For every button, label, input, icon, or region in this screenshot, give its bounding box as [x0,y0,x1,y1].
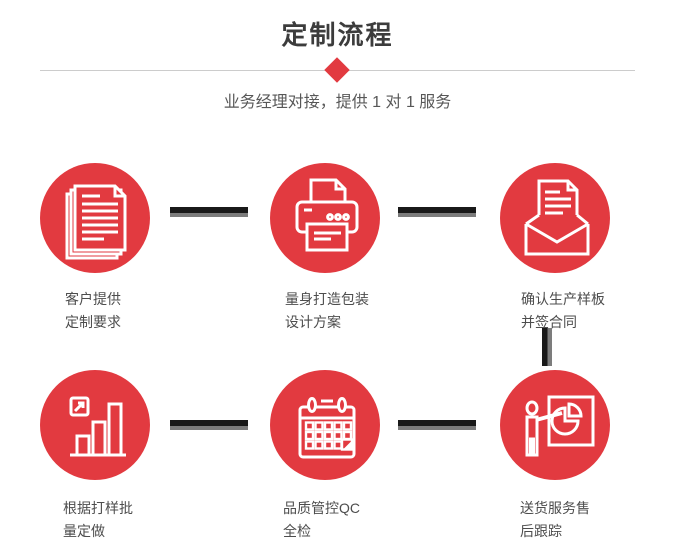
process-step-6: 送货服务售 后跟踪 [500,370,670,543]
bar-chart-icon [69,396,126,457]
connector-step5-step6 [398,420,476,430]
step-label-line1: 送货服务售 [520,500,590,516]
diamond-icon [324,57,350,83]
step-label: 客户提供 定制要求 [65,288,210,334]
step-circle [270,163,380,273]
connector-step2-step3 [398,207,476,217]
connector-step1-step2 [170,207,248,217]
envelope-icon [524,179,590,256]
step-circle [500,370,610,480]
step-label-line2: 全检 [283,523,311,539]
step-label: 根据打样批 量定做 [63,497,210,543]
step-circle [270,370,380,480]
step-label-line1: 量身打造包装 [285,291,369,307]
step-label-line2: 并签合同 [521,314,577,330]
page-subtitle: 业务经理对接，提供 1 对 1 服务 [223,94,452,111]
process-step-2: 量身打造包装 设计方案 [270,163,440,334]
step-label: 品质管控QC 全检 [283,497,440,543]
step-label-line2: 设计方案 [285,314,341,330]
calendar-icon [298,397,356,459]
step-label-line2: 定制要求 [65,314,121,330]
step-label-line1: 客户提供 [65,291,121,307]
process-step-3: 确认生产样板 并签合同 [500,163,670,334]
step-label: 确认生产样板 并签合同 [521,288,670,334]
step-label-line2: 量定做 [63,523,105,539]
step-circle [40,163,150,273]
process-step-1: 客户提供 定制要求 [40,163,210,334]
step-circle [500,163,610,273]
step-label: 送货服务售 后跟踪 [520,497,670,543]
presentation-icon [525,395,595,457]
documents-icon [65,184,127,260]
step-label: 量身打造包装 设计方案 [285,288,440,334]
step-label-line1: 确认生产样板 [521,291,605,307]
printer-icon [295,178,359,252]
step-label-line1: 品质管控QC [283,500,360,516]
page-title: 定制流程 [281,20,394,50]
step-label-line1: 根据打样批 [63,500,133,516]
connector-step3-step6 [542,328,552,366]
process-step-5: 品质管控QC 全检 [270,370,440,543]
process-step-4: 根据打样批 量定做 [40,370,210,543]
connector-step4-step5 [170,420,248,430]
step-circle [40,370,150,480]
step-label-line2: 后跟踪 [520,523,562,539]
